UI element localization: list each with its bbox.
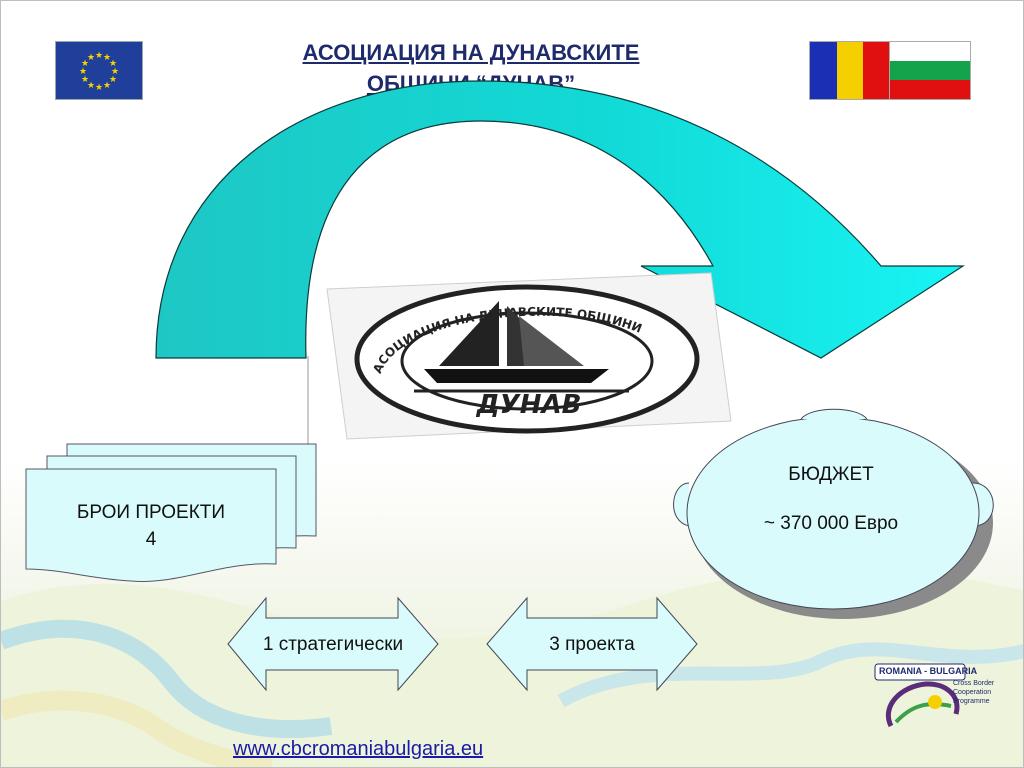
program-logo-swoosh <box>894 702 952 724</box>
projects-document-stack <box>25 443 317 582</box>
svg-text:★: ★ <box>81 75 89 85</box>
flag-stripe-white <box>890 42 970 61</box>
eu-flag-icon: ★★★ ★★★ ★★★ ★★★ <box>55 41 143 100</box>
svg-text:★: ★ <box>103 81 111 91</box>
program-logo-subtitle: Cross Border Cooperation Programme <box>953 679 1013 706</box>
sailboat-icon <box>414 301 629 393</box>
flag-stripe-yellow <box>836 42 864 99</box>
arrow-label-strategic: 1 стратегически <box>262 634 404 655</box>
program-subtitle-line: Cross Border <box>953 680 995 687</box>
sand-strip <box>1 690 273 767</box>
budget-title: БЮДЖЕТ <box>788 464 874 485</box>
svg-text:★: ★ <box>87 53 95 63</box>
doc-front <box>25 468 277 582</box>
program-subtitle-line: Programme <box>953 698 990 705</box>
budget-label: БЮДЖЕТ ~ 370 000 Евро <box>701 461 961 537</box>
river-right <box>557 642 1023 708</box>
eu-stars: ★★★ ★★★ ★★★ ★★★ <box>79 51 119 93</box>
svg-text:★: ★ <box>87 81 95 91</box>
flag-stripe-green <box>890 61 970 80</box>
svg-text:★: ★ <box>111 67 119 77</box>
svg-text:★: ★ <box>95 83 103 93</box>
projects-count: 4 <box>145 529 157 550</box>
oval-handle-left <box>673 482 690 527</box>
svg-text:★: ★ <box>79 67 87 77</box>
budget-amount: ~ 370 000 Евро <box>763 513 899 534</box>
dunav-logo: АСОЦИАЦИЯ НА ДУНАВСКИТЕ ОБЩИНИ ДУНАВ <box>326 272 732 440</box>
flag-stripe-red <box>890 80 970 99</box>
svg-text:★: ★ <box>109 75 117 85</box>
svg-text:★: ★ <box>81 59 89 69</box>
website-link[interactable]: www.cbcromaniabulgaria.eu <box>233 738 484 760</box>
program-subtitle-line: Cooperation <box>953 689 992 696</box>
double-arrow-shape <box>486 596 698 692</box>
title-line-1: АСОЦИАЦИЯ НА ДУНАВСКИТЕ <box>302 40 640 65</box>
program-logo-banner <box>874 663 966 681</box>
double-arrow-1 <box>227 596 439 692</box>
program-logo-title: ROMANIA - BULGARIA <box>879 666 978 676</box>
projects-title: БРОИ ПРОЕКТИ <box>76 502 226 523</box>
double-arrow-shape <box>227 596 439 692</box>
flag-stripe-red <box>863 42 891 99</box>
program-logo-arc <box>886 681 960 728</box>
budget-oval <box>673 408 994 619</box>
program-logo-graphic <box>874 663 966 728</box>
svg-text:★: ★ <box>95 51 103 61</box>
svg-text:★: ★ <box>103 53 111 63</box>
oval-top-knob <box>800 408 868 420</box>
river-left <box>1 619 333 738</box>
curved-arrow-shape <box>155 80 966 359</box>
svg-text:★: ★ <box>109 59 117 69</box>
bulgaria-flag-icon <box>889 41 971 100</box>
flag-stripe-blue <box>810 42 837 99</box>
program-logo-sun <box>928 695 942 709</box>
projects-label: БРОИ ПРОЕКТИ 4 <box>31 499 271 553</box>
double-arrow-2 <box>486 596 698 692</box>
arrow-label-projects: 3 проекта <box>549 634 635 655</box>
logo-name: ДУНАВ <box>476 390 582 420</box>
